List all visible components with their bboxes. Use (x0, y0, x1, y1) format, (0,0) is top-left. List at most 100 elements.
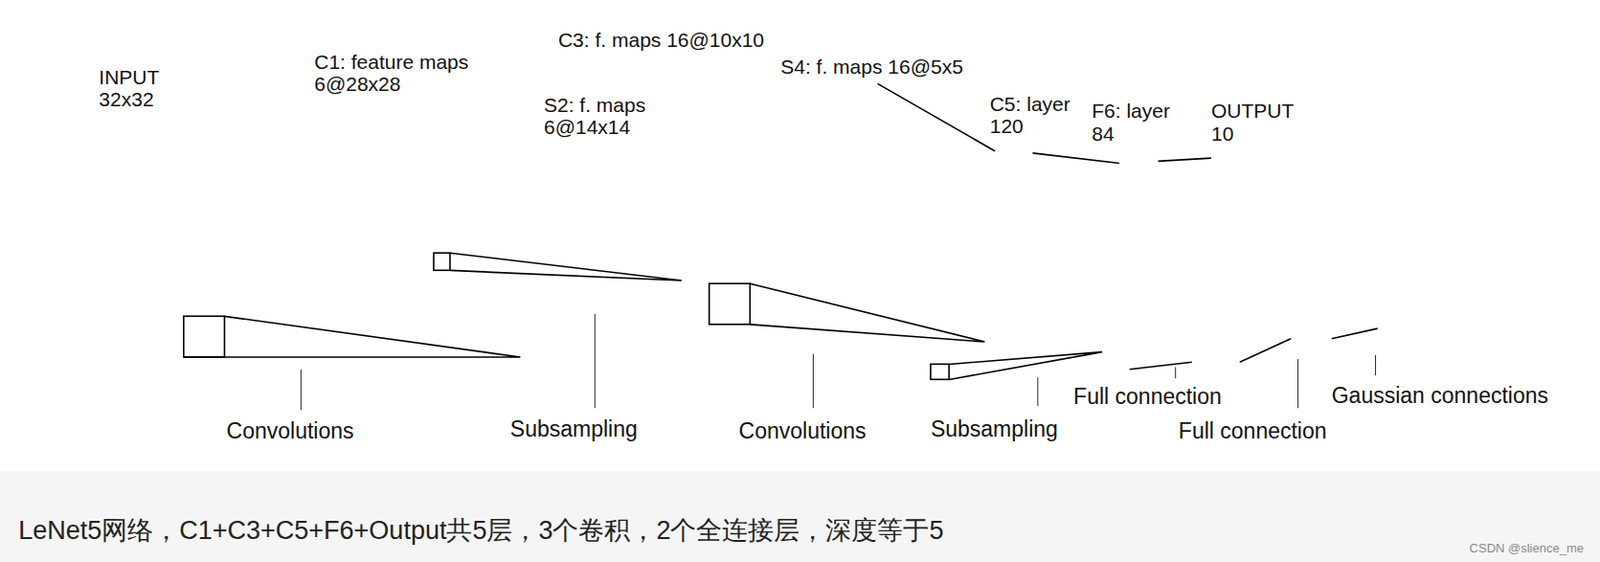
feature-map (1041, 284, 1080, 322)
feature-map (924, 319, 999, 394)
receptive-window (433, 252, 451, 271)
layer-operation-label: Gaussian connections (1331, 383, 1549, 408)
input-image (27, 151, 271, 396)
layer-band-shape (994, 151, 1240, 363)
feature-map (771, 169, 846, 244)
feature-map (332, 165, 541, 377)
feature-map (839, 236, 914, 311)
tick-mark (812, 354, 814, 408)
connection-line (749, 283, 985, 342)
connection-line (1158, 157, 1378, 339)
layer-block: S2: f. maps 6@14x14 (573, 170, 761, 360)
feature-map (721, 119, 795, 194)
layer-heading: C5: layer 120 (990, 92, 1086, 137)
layer-block: OUTPUT 10 (1211, 157, 1424, 329)
feature-map (1024, 268, 1062, 306)
feature-map (856, 100, 895, 138)
feature-map (315, 147, 524, 359)
feature-map (687, 86, 762, 160)
layer-block: INPUT 32x32 (27, 151, 271, 396)
layer-block: F6: layer 84 (1119, 160, 1332, 339)
feature-map (670, 68, 744, 143)
letter-stroke (90, 252, 174, 271)
layer-operation-label: Subsampling (930, 416, 1059, 442)
input-ground (27, 151, 271, 396)
layer-heading: F6: layer 84 (1091, 99, 1188, 144)
feature-map (973, 217, 1012, 255)
feature-map (788, 185, 863, 260)
feature-map-stack (280, 112, 577, 411)
layer-heading: OUTPUT 10 (1211, 99, 1294, 144)
feature-map (636, 233, 744, 343)
layer-band (1119, 160, 1332, 339)
connection-line (877, 83, 1192, 369)
layer-block: C1: feature maps 6@28x28 (280, 112, 577, 411)
feature-map (367, 201, 577, 412)
layer-operation-label: Subsampling (510, 416, 638, 442)
feature-map (280, 112, 490, 323)
receptive-window (930, 363, 949, 380)
layer-heading: C3: f. maps 16@10x10 (558, 28, 765, 51)
receptive-windows (183, 252, 949, 380)
connection-line (450, 252, 682, 281)
tick-mark (300, 369, 302, 411)
connection-line (1032, 153, 1291, 362)
layer-band (1211, 157, 1424, 329)
feature-map (991, 234, 1029, 272)
receptive-window (709, 283, 751, 325)
feature-map (806, 202, 880, 277)
layer-band-shape (1211, 157, 1424, 329)
layer-heading: S2: f. maps 6@14x14 (543, 93, 669, 138)
feature-map-stack (670, 68, 998, 393)
tick-mark (594, 314, 596, 408)
feature-map (621, 218, 729, 328)
feature-map (1075, 317, 1113, 356)
caption: LeNet5网络，C1+C3+C5+F6+Output共5层，3个卷积，2个全连… (18, 515, 944, 546)
feature-map (573, 170, 681, 280)
layer-band (994, 151, 1240, 363)
tick-mark (1297, 359, 1299, 408)
feature-map (1058, 301, 1096, 339)
feature-map (605, 202, 713, 312)
feature-map (755, 152, 830, 226)
feature-map (957, 201, 995, 239)
connection-line (183, 315, 521, 358)
feature-map (704, 102, 779, 177)
feature-map (906, 150, 945, 188)
receptive-window (183, 315, 226, 358)
feature-map (1091, 335, 1129, 373)
feature-map (1008, 250, 1046, 289)
layer-heading: S4: f. maps 16@5x5 (780, 55, 964, 78)
letter-stroke (68, 195, 223, 338)
layer-band-shape (1119, 160, 1332, 339)
layer-operation-label: Full connection (1178, 418, 1328, 444)
feature-map (839, 83, 878, 121)
layer-block: C3: f. maps 16@10x10 (670, 68, 998, 393)
tick-marks (300, 314, 1375, 410)
connection-line (948, 352, 1103, 381)
layer-heading: C1: feature maps 6@28x28 (314, 50, 506, 95)
feature-map-stack (573, 170, 761, 360)
feature-map-stack (839, 83, 1130, 373)
feature-map (923, 167, 962, 205)
layer-block: C5: layer 120 (994, 151, 1240, 363)
feature-map (907, 302, 982, 377)
feature-map (873, 269, 947, 343)
feature-map (297, 130, 507, 341)
layer-operation-label: Convolutions (226, 418, 355, 444)
feature-map (890, 134, 928, 172)
tick-mark (1036, 377, 1038, 406)
watermark: CSDN @slience_me (1469, 540, 1584, 557)
layer-heading: INPUT 32x32 (98, 66, 159, 111)
feature-map (940, 183, 978, 222)
layer-operation-label: Convolutions (739, 418, 867, 444)
feature-map (738, 135, 812, 210)
feature-map (873, 116, 911, 155)
layer-operation-label: Full connection (1073, 383, 1222, 409)
feature-map (890, 286, 965, 361)
layer-block: S4: f. maps 16@5x5 (839, 83, 1130, 373)
feature-map (822, 219, 897, 293)
